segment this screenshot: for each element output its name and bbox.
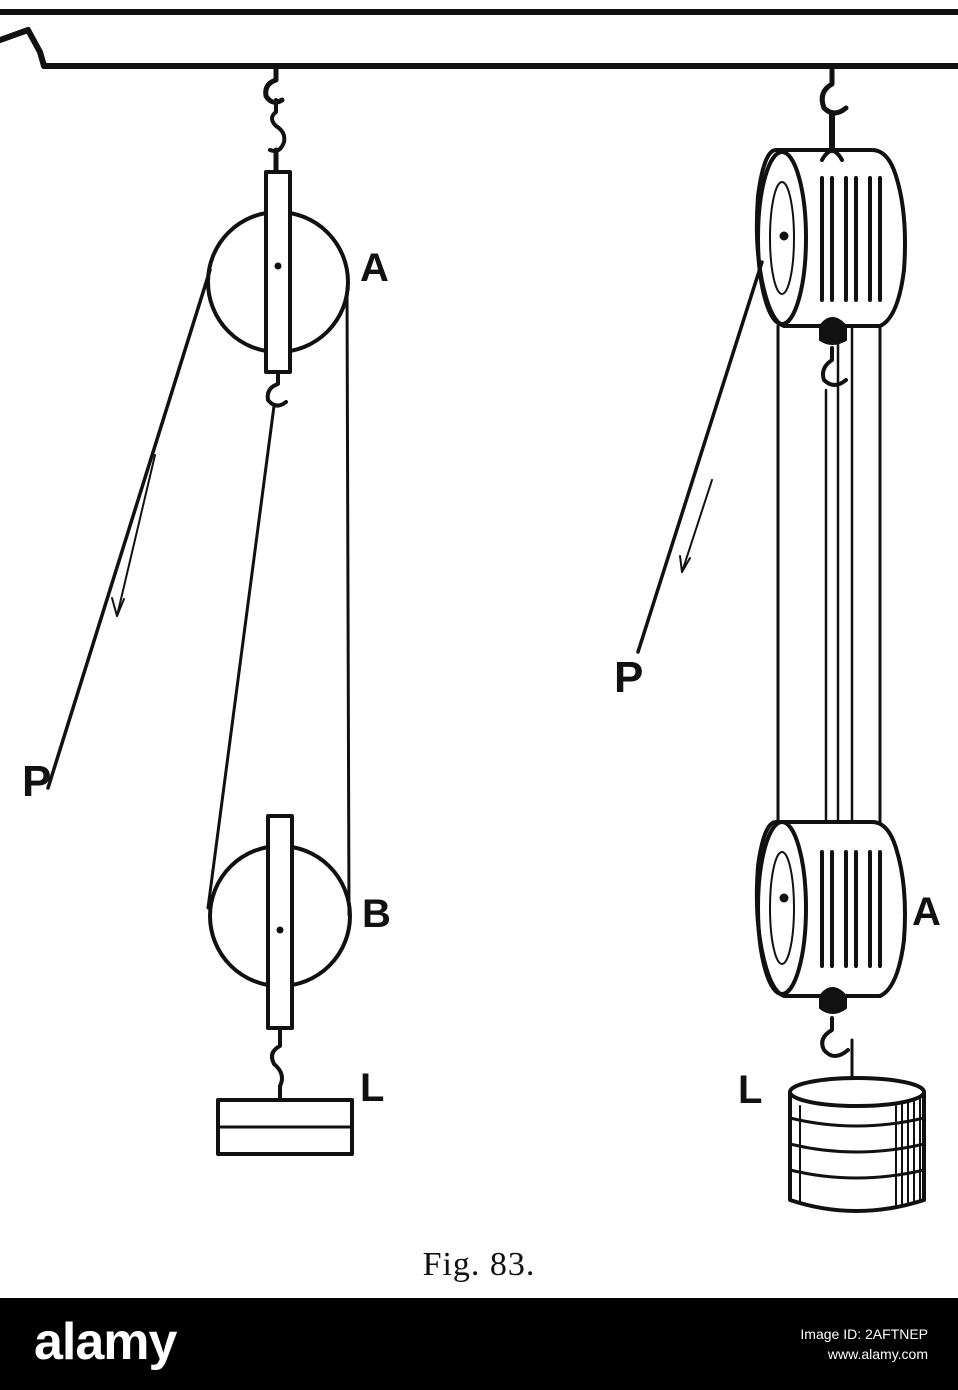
left-ceiling-hook — [263, 65, 285, 105]
lower-block-a — [754, 820, 907, 1092]
rope-to-p — [46, 268, 212, 790]
label-pulley-a: A — [360, 246, 389, 290]
ceiling-beam-underside — [0, 27, 958, 69]
label-pulley-b: B — [362, 892, 391, 936]
label-left-pull-p: P — [22, 757, 52, 806]
figure-caption: Fig. 83. — [422, 1246, 536, 1283]
pulley-a-strap — [264, 170, 292, 374]
pulley-a-lower-hook — [265, 372, 288, 408]
watermark-footer: alamy Image ID: 2AFTNEP www.alamy.com — [0, 1298, 958, 1390]
right-pulley-system — [636, 65, 926, 1213]
rope-right-side — [345, 286, 351, 917]
label-block-a: A — [912, 890, 941, 934]
right-ceiling-hook — [819, 65, 849, 116]
pulley-b-strap — [266, 814, 294, 1030]
site-url: www.alamy.com — [827, 1346, 928, 1362]
alamy-logo: alamy — [34, 1313, 177, 1371]
rope-a-hook-to-b — [206, 404, 276, 910]
label-right-pull-p: P — [614, 653, 644, 702]
label-right-load-l: L — [738, 1068, 763, 1112]
upper-block — [754, 148, 907, 387]
right-load-weights — [788, 1076, 926, 1213]
label-left-load-l: L — [360, 1066, 385, 1110]
left-pulley-system — [46, 65, 354, 1156]
pulley-diagram: A B P L A P L Fig. 83. — [0, 9, 958, 1283]
stock-info: Image ID: 2AFTNEP www.alamy.com — [800, 1324, 928, 1364]
pulley-b-lower-hook — [270, 1028, 284, 1102]
pulley-illustration — [0, 9, 958, 1213]
right-rope-to-p — [636, 260, 764, 654]
image-id: Image ID: 2AFTNEP — [800, 1326, 928, 1342]
